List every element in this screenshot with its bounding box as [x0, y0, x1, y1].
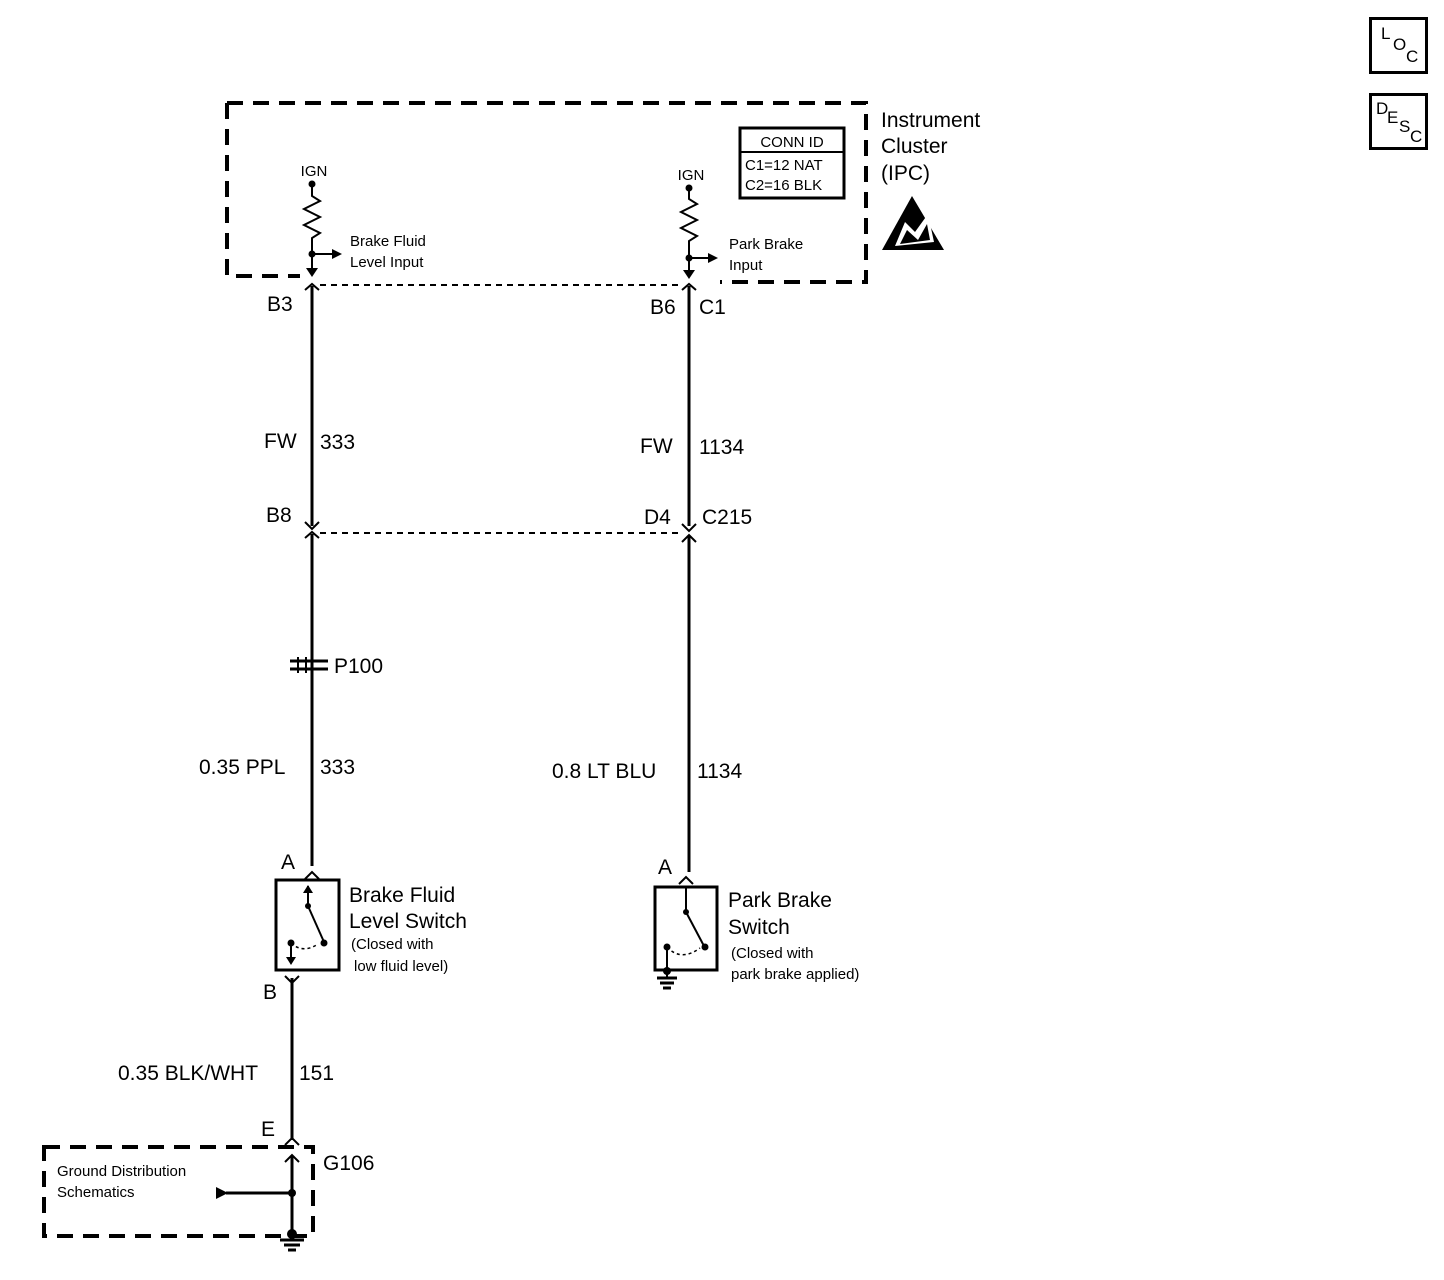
ground-distribution-label-line1: Ground Distribution — [57, 1163, 186, 1180]
connector-b6-chevron — [681, 282, 697, 291]
wire-color-lt-blu: 0.8 LT BLU — [552, 760, 656, 783]
park-brake-input-label-line1: Park Brake — [729, 236, 803, 253]
brake-fluid-switch-a-chevron — [304, 870, 320, 880]
loc-letter-l: L — [1381, 24, 1391, 43]
brake-fluid-input-label-line1: Brake Fluid — [350, 233, 426, 250]
conn-id-box: CONN ID C1=12 NAT C2=16 BLK — [738, 126, 846, 200]
park-brake-switch — [653, 885, 719, 978]
c215-right-chevron-top — [681, 523, 697, 533]
desc-letter-e: E — [1387, 108, 1399, 127]
ign-label-left: IGN — [301, 163, 328, 180]
desc-letter-c: C — [1410, 127, 1423, 146]
wire-color-ppl: 0.35 PPL — [199, 756, 285, 779]
ipc-title-line3: (IPC) — [881, 162, 930, 185]
circuit-1134-upper: 1134 — [699, 436, 744, 459]
ground-distribution-block[interactable]: Ground Distribution Schematics — [42, 1145, 315, 1238]
c215-right-chevron-bottom — [681, 533, 697, 543]
park-brake-switch-note-line2: park brake applied) — [731, 966, 859, 983]
wire-color-blk-wht: 0.35 BLK/WHT — [118, 1062, 258, 1085]
ground-g106-node — [287, 1229, 297, 1239]
park-brake-input-label-line2: Input — [729, 257, 763, 274]
ign-resistor-right: IGN Park Brake Input — [678, 167, 803, 279]
connector-b3-chevron — [304, 282, 320, 291]
desc-letter-s: S — [1399, 117, 1411, 136]
pin-b8: B8 — [266, 504, 292, 527]
brake-fluid-level-switch — [274, 878, 341, 972]
ground-g106-icon — [280, 1238, 304, 1252]
loc-button[interactable]: L O C — [1369, 17, 1428, 74]
splice-p100 — [290, 657, 328, 673]
ground-e-chevron-top — [284, 1136, 300, 1146]
wire-color-fw-left: FW — [264, 430, 297, 453]
ign-label-right: IGN — [678, 167, 705, 184]
brake-fluid-switch-pin-a: A — [281, 851, 295, 874]
ground-distribution-label-line2: Schematics — [57, 1184, 135, 1201]
pin-d4: D4 — [644, 506, 671, 529]
park-brake-switch-pin-a: A — [658, 856, 672, 879]
ipc-title-line2: Cluster — [881, 135, 948, 158]
park-brake-switch-note-line1: (Closed with — [731, 945, 814, 962]
ipc-title-line1: Instrument — [881, 109, 980, 132]
ground-g106-label: G106 — [323, 1152, 374, 1175]
park-brake-switch-a-chevron — [678, 875, 694, 885]
park-brake-switch-name-line1: Park Brake — [728, 889, 832, 912]
c215-left-chevron-top — [304, 521, 320, 531]
circuit-333-lower: 333 — [320, 756, 355, 779]
splice-p100-label: P100 — [334, 655, 383, 678]
pin-b3: B3 — [267, 293, 293, 316]
instrument-cluster-block: CONN ID C1=12 NAT C2=16 BLK Instrument C… — [225, 101, 980, 286]
brake-fluid-switch-note-line1: (Closed with — [351, 936, 434, 953]
ipc-dashed-outline — [227, 101, 868, 284]
desc-button[interactable]: D E S C — [1369, 93, 1428, 150]
brake-fluid-input-label-line2: Level Input — [350, 254, 424, 271]
esd-warning-icon — [882, 196, 944, 250]
brake-fluid-switch-name-line1: Brake Fluid — [349, 884, 455, 907]
loc-letter-c: C — [1406, 47, 1419, 66]
right-circuit: B6 C1 FW 1134 D4 C215 0.8 LT BLU 1134 A — [552, 282, 859, 990]
conn-id-c2: C2=16 BLK — [745, 177, 822, 194]
circuit-151: 151 — [299, 1062, 334, 1085]
ipc-dashed-outline-left — [225, 103, 300, 278]
circuit-333-upper: 333 — [320, 431, 355, 454]
park-brake-switch-name-line2: Switch — [728, 916, 790, 939]
left-circuit: B3 FW 333 B8 P100 0.35 PPL 333 A — [42, 282, 680, 1252]
brake-fluid-switch-name-line2: Level Switch — [349, 910, 467, 933]
brake-fluid-switch-note-line2: low fluid level) — [354, 958, 448, 975]
conn-id-c1: C1=12 NAT — [745, 157, 823, 174]
connector-c215-label: C215 — [702, 506, 752, 529]
desc-letter-d: D — [1376, 99, 1389, 118]
conn-id-header: CONN ID — [760, 134, 824, 151]
ign-resistor-left: IGN Brake Fluid Level Input — [301, 163, 426, 277]
ground-pin-e: E — [261, 1118, 275, 1141]
connector-c1-label: C1 — [699, 296, 726, 319]
brake-fluid-switch-pin-b: B — [263, 981, 277, 1004]
c215-left-chevron-bottom — [304, 530, 320, 539]
wire-color-fw-right: FW — [640, 435, 673, 458]
pin-b6: B6 — [650, 296, 676, 319]
park-brake-switch-ground-icon — [657, 976, 677, 990]
ground-e-chevron-bottom — [284, 1153, 300, 1163]
loc-letter-o: O — [1393, 35, 1407, 54]
circuit-1134-lower: 1134 — [697, 760, 742, 783]
